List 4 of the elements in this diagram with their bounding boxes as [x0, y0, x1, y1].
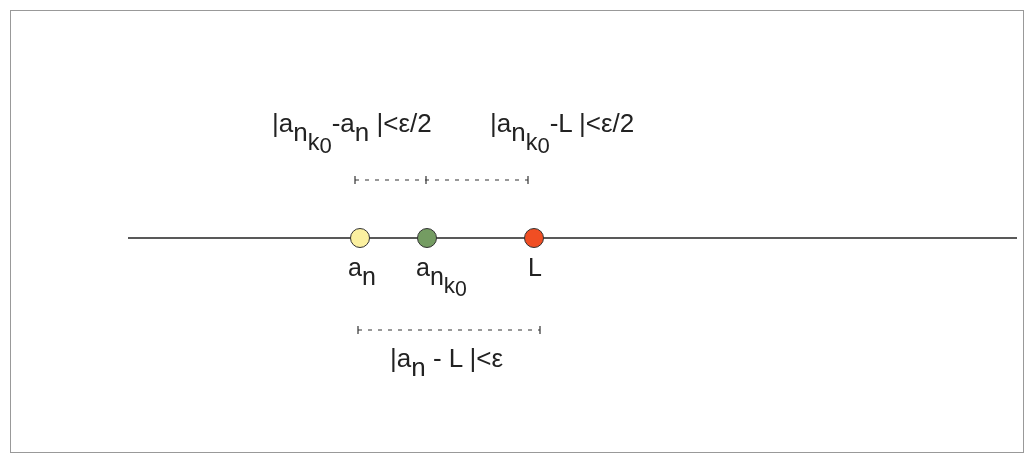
point-label: L — [528, 255, 542, 280]
point-marker — [417, 228, 437, 248]
point-marker — [350, 228, 370, 248]
point-marker — [524, 228, 544, 248]
